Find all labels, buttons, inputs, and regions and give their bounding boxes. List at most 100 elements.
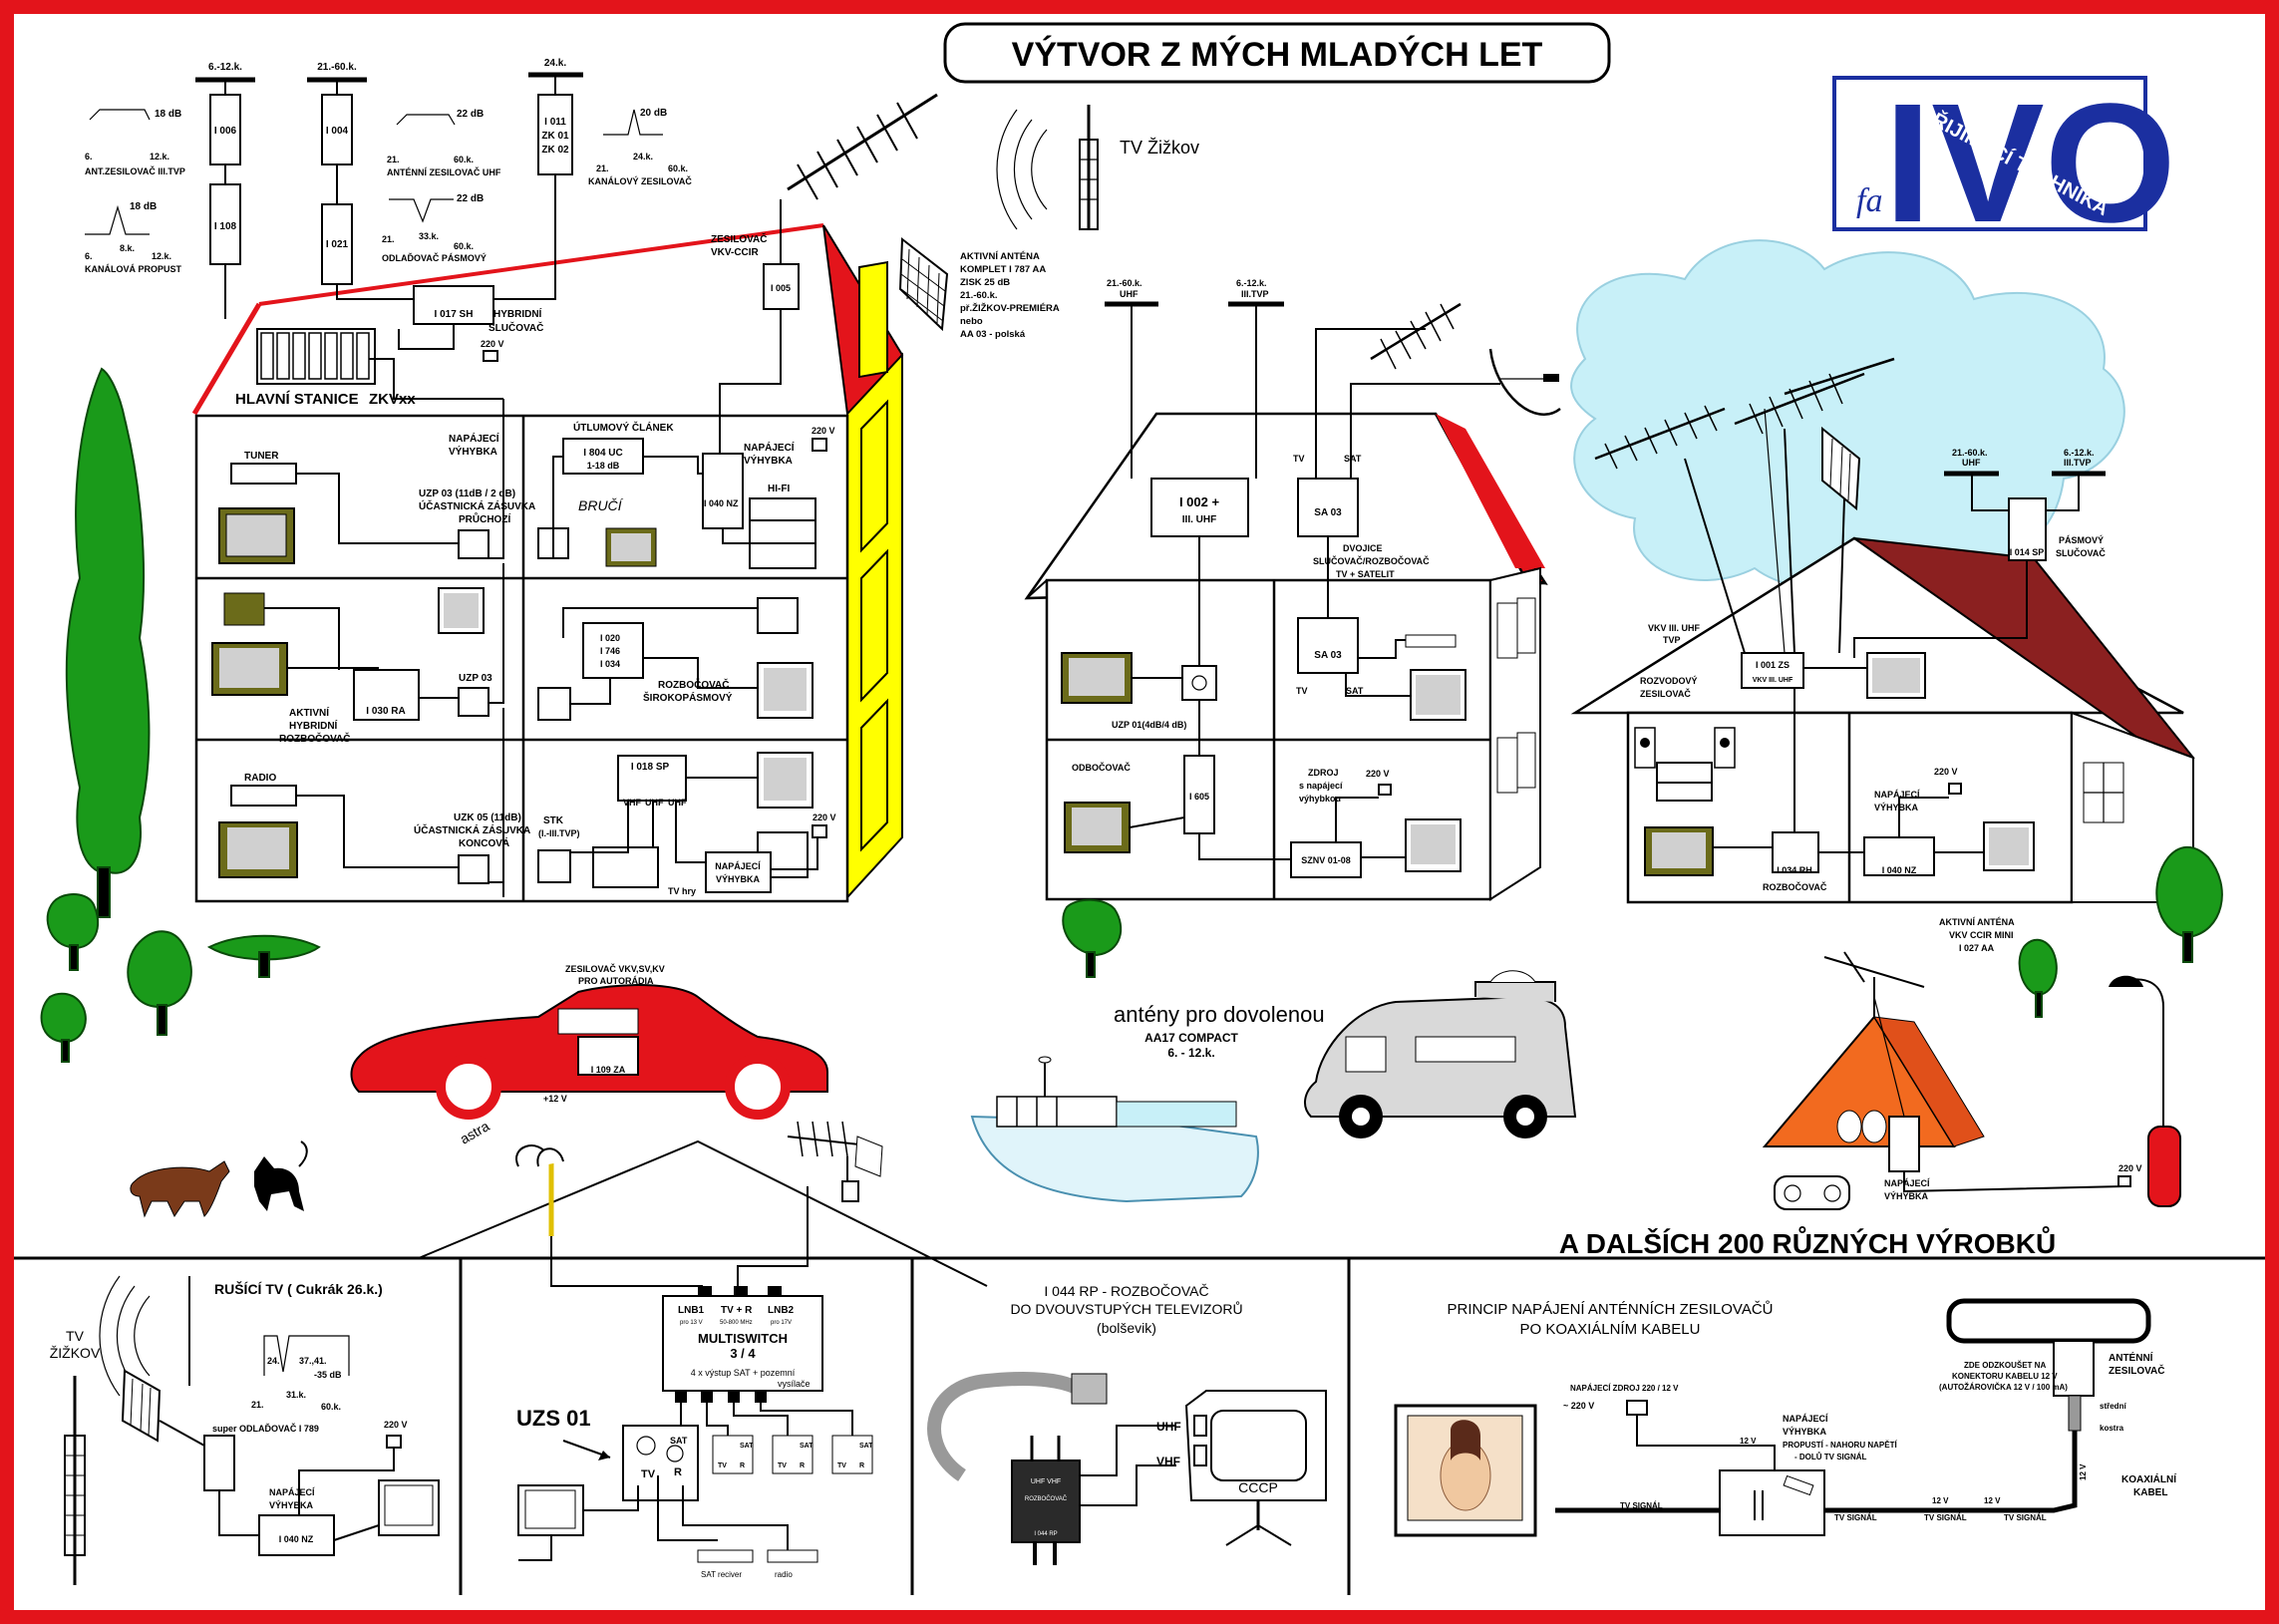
room-3: I 030 RA AKTIVNÍ HYBRIDNÍ ROZBOČOVAČ UZP… xyxy=(211,563,504,745)
svg-text:8.k.: 8.k. xyxy=(120,243,135,253)
panel-4-power-principle: PRINCIP NAPÁJENÍ ANTÉNNÍCH ZESILOVAČŮ PO… xyxy=(1394,1298,2176,1537)
svg-text:ZK 01: ZK 01 xyxy=(541,131,569,142)
page-title: VÝTVOR Z MÝCH MLADÝCH LET xyxy=(1012,36,1543,74)
house-2: 21.-60.k. UHF 6.-12.k. III.TVP I 002 + I… xyxy=(1024,278,1561,901)
svg-text:ÚČASTNICKÁ ZÁSUVKA: ÚČASTNICKÁ ZÁSUVKA xyxy=(419,499,535,512)
svg-text:12 V: 12 V xyxy=(1932,1496,1949,1505)
svg-text:6.: 6. xyxy=(85,152,93,162)
svg-text:ZESILOVAČ: ZESILOVAČ xyxy=(2109,1364,2164,1377)
svg-text:21.-60.k.: 21.-60.k. xyxy=(317,62,357,73)
room-2: ÚTLUMOVÝ ČLÁNEK I 804 UC 1-18 dB BRUČÍ I… xyxy=(537,421,835,569)
svg-text:I 011: I 011 xyxy=(544,117,566,128)
title-block: VÝTVOR Z MÝCH MLADÝCH LET xyxy=(943,22,1611,84)
svg-text:3 / 4: 3 / 4 xyxy=(730,1346,756,1361)
svg-text:PROPUSTÍ - NAHORU NAPĚTÍ: PROPUSTÍ - NAHORU NAPĚTÍ xyxy=(1783,1441,1897,1450)
svg-text:PRŮCHOZÍ: PRŮCHOZÍ xyxy=(459,511,510,525)
svg-text:220 V: 220 V xyxy=(812,426,835,436)
svg-text:SAT: SAT xyxy=(740,1443,754,1450)
svg-text:NAPÁJECÍ: NAPÁJECÍ xyxy=(449,432,499,445)
svg-text:6. - 12.k.: 6. - 12.k. xyxy=(1167,1046,1214,1060)
svg-text:~ 220 V: ~ 220 V xyxy=(1563,1401,1594,1411)
svg-text:HYBRIDNÍ: HYBRIDNÍ xyxy=(289,719,338,732)
svg-text:LNB1: LNB1 xyxy=(678,1305,705,1316)
svg-text:21.: 21. xyxy=(387,155,400,164)
svg-text:KOAXIÁLNÍ: KOAXIÁLNÍ xyxy=(2121,1472,2176,1485)
svg-text:(bolševik): (bolševik) xyxy=(1097,1320,1156,1336)
svg-text:III.TVP: III.TVP xyxy=(2064,458,2092,468)
svg-text:ZESILOVAČ: ZESILOVAČ xyxy=(711,232,767,245)
logo-brand: IVO xyxy=(1884,69,2176,258)
svg-text:60.k.: 60.k. xyxy=(321,1402,341,1412)
graph-tvp: 18 dB 6. 12.k. ANT.ZESILOVAČ III.TVP xyxy=(85,109,185,176)
svg-text:RADIO: RADIO xyxy=(244,773,276,784)
svg-text:TV SIGNÁL: TV SIGNÁL xyxy=(1620,1501,1663,1510)
svg-text:I 014 SP: I 014 SP xyxy=(2010,547,2045,557)
head-station: 6.-12.k. I 006 I 108 21.-60.k. I 004 I 0… xyxy=(85,58,692,408)
svg-text:24.k.: 24.k. xyxy=(633,152,653,162)
svg-text:VHF: VHF xyxy=(1156,1455,1180,1468)
room-6: I 018 SP VHF UHF UHF STK (I.-III.TVP) TV… xyxy=(502,752,836,897)
svg-text:VKV-CCIR: VKV-CCIR xyxy=(711,247,760,258)
svg-text:VÝHYBKA: VÝHYBKA xyxy=(449,445,497,458)
svg-text:UZP 01(4dB/4 dB): UZP 01(4dB/4 dB) xyxy=(1112,720,1186,730)
svg-text:ZESILOVAČ VKV,SV,KV: ZESILOVAČ VKV,SV,KV xyxy=(565,963,665,974)
svg-text:HLAVNÍ STANICE: HLAVNÍ STANICE xyxy=(235,391,359,408)
svg-text:I 005: I 005 xyxy=(771,283,791,293)
svg-text:UHF: UHF xyxy=(1962,458,1981,468)
svg-text:KONEKTORU KABELU 12 V: KONEKTORU KABELU 12 V xyxy=(1952,1372,2058,1381)
dog-and-cat xyxy=(130,1140,308,1218)
svg-text:220 V: 220 V xyxy=(384,1420,408,1430)
svg-text:antény pro dovolenou: antény pro dovolenou xyxy=(1114,1002,1325,1027)
svg-text:21.: 21. xyxy=(382,234,395,244)
roof-yagi: ZESILOVAČ VKV-CCIR I 005 xyxy=(711,93,938,439)
svg-text:TVP: TVP xyxy=(1663,635,1681,645)
svg-text:SZNV 01-08: SZNV 01-08 xyxy=(1301,855,1351,865)
svg-text:ANTÉNNÍ ZESILOVAČ UHF: ANTÉNNÍ ZESILOVAČ UHF xyxy=(387,166,501,177)
active-antenna-label: AKTIVNÍ ANTÉNA KOMPLET I 787 AA ZISK 25 … xyxy=(960,251,1060,340)
car: I 109 ZA ZESILOVAČ VKV,SV,KV PRO AUTORÁD… xyxy=(350,963,828,1120)
graph-uhf: 22 dB 21. 60.k. ANTÉNNÍ ZESILOVAČ UHF xyxy=(387,109,501,177)
svg-text:VÝHYBKA: VÝHYBKA xyxy=(1783,1426,1827,1437)
svg-text:12.k.: 12.k. xyxy=(150,152,169,162)
svg-text:MULTISWITCH: MULTISWITCH xyxy=(698,1331,788,1346)
svg-text:SA 03: SA 03 xyxy=(1314,650,1342,661)
svg-text:1-18 dB: 1-18 dB xyxy=(587,461,620,471)
svg-text:KANÁLOVÁ PROPUST: KANÁLOVÁ PROPUST xyxy=(85,264,182,274)
svg-text:60.k.: 60.k. xyxy=(454,241,474,251)
svg-text:UHF: UHF xyxy=(1120,289,1139,299)
svg-text:TV SIGNÁL: TV SIGNÁL xyxy=(1924,1513,1967,1522)
svg-text:nebo: nebo xyxy=(960,316,983,327)
svg-text:UZS 01: UZS 01 xyxy=(516,1406,591,1431)
svg-text:BRUČÍ: BRUČÍ xyxy=(578,497,624,513)
svg-text:-35 dB: -35 dB xyxy=(314,1370,342,1380)
svg-text:21.-60.k.: 21.-60.k. xyxy=(1952,448,1988,458)
svg-text:ROZBOČOVAČ: ROZBOČOVAČ xyxy=(1025,1495,1068,1502)
svg-text:220 V: 220 V xyxy=(481,339,504,349)
svg-text:UHF: UHF xyxy=(668,798,687,808)
svg-text:ANT.ZESILOVAČ III.TVP: ANT.ZESILOVAČ III.TVP xyxy=(85,165,185,176)
svg-text:PO KOAXIÁLNÍM KABELU: PO KOAXIÁLNÍM KABELU xyxy=(1520,1321,1701,1338)
svg-text:I 040 NZ: I 040 NZ xyxy=(1882,865,1917,875)
bottom-panels xyxy=(14,1256,2265,1595)
svg-text:I 001 ZS: I 001 ZS xyxy=(1756,660,1790,670)
panel-3-splitter: I 044 RP - ROZBOČOVAČ DO DVOUVSTUPÝCH TE… xyxy=(927,1283,1327,1565)
svg-text:18 dB: 18 dB xyxy=(130,201,157,212)
svg-text:NAPÁJECÍ: NAPÁJECÍ xyxy=(1783,1414,1828,1424)
svg-text:AA 03 - polská: AA 03 - polská xyxy=(960,329,1026,340)
svg-text:21.: 21. xyxy=(596,163,609,173)
svg-text:SA 03: SA 03 xyxy=(1314,507,1342,518)
svg-text:ODLAĎOVAČ PÁSMOVÝ: ODLAĎOVAČ PÁSMOVÝ xyxy=(382,252,487,263)
house-3: 21.-60.k. UHF 6.-12.k. III.TVP I 014 SP … xyxy=(1570,357,2195,904)
svg-text:III. UHF: III. UHF xyxy=(1182,514,1216,525)
svg-text:super ODLAĎOVAČ I 789: super ODLAĎOVAČ I 789 xyxy=(212,1423,319,1434)
svg-text:- DOLŮ TV SIGNÁL: - DOLŮ TV SIGNÁL xyxy=(1794,1452,1867,1462)
svg-text:(I.-III.TVP): (I.-III.TVP) xyxy=(538,828,580,838)
svg-text:VHF: VHF xyxy=(623,798,642,808)
svg-text:AKTIVNÍ: AKTIVNÍ xyxy=(289,706,329,719)
svg-text:(AUTOŽÁROVIČKA 12 V / 100 mA): (AUTOŽÁROVIČKA 12 V / 100 mA) xyxy=(1939,1383,2068,1392)
antenna-channel: 24.k. I 011 ZK 01 ZK 02 xyxy=(528,58,583,175)
svg-text:220 V: 220 V xyxy=(1366,769,1390,779)
svg-text:TV: TV xyxy=(1296,686,1308,696)
svg-text:KABEL: KABEL xyxy=(2133,1487,2167,1498)
svg-text:I 002 +: I 002 + xyxy=(1179,494,1220,509)
